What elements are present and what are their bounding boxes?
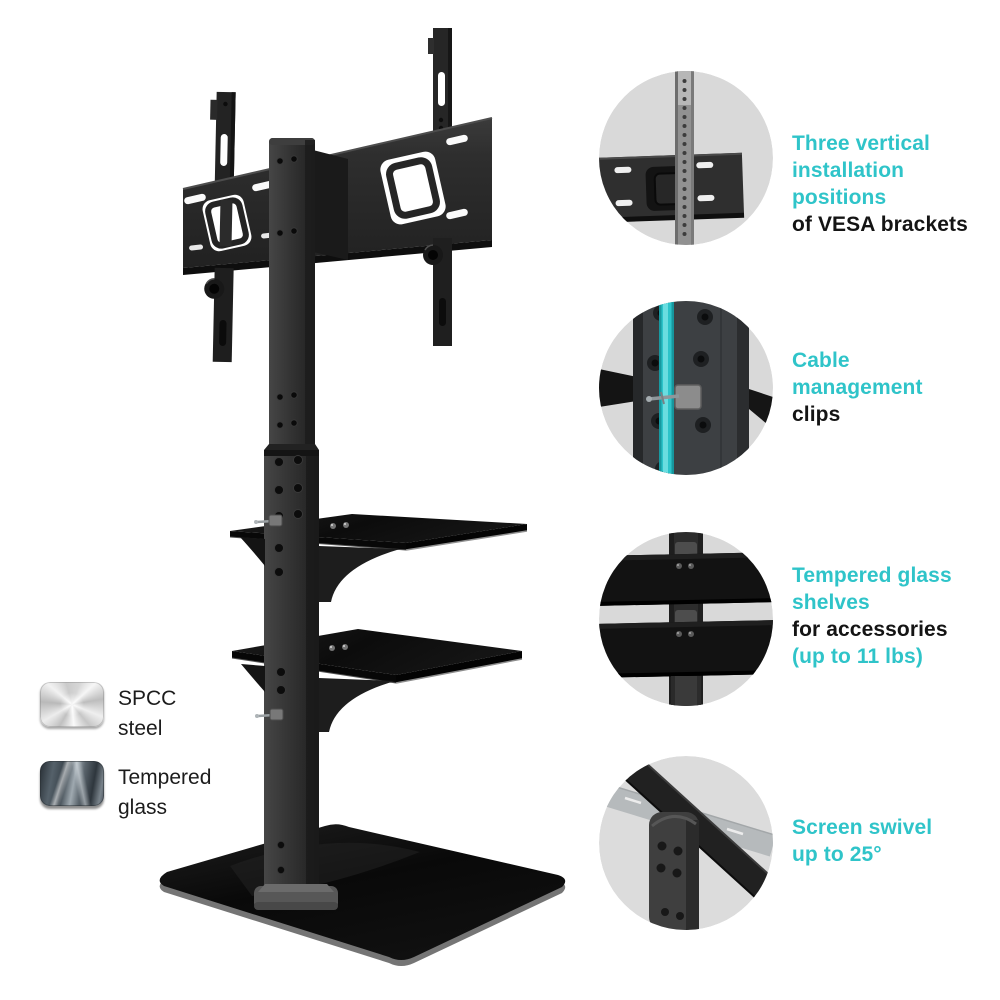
feature-line: Screen swivel <box>792 816 933 839</box>
feature-text-cable-management: Cable management clips <box>792 347 923 428</box>
vesa-strip-left-lower <box>204 267 234 363</box>
feature-line: installation positions <box>792 159 905 209</box>
material-label-spcc-steel: SPCC steel <box>118 684 176 744</box>
dark-glass-swatch-icon <box>40 761 104 806</box>
feature-text-vesa-positions: Three vertical installation positions of… <box>792 130 1000 238</box>
mount-arm <box>313 150 348 260</box>
feature-line: of VESA brackets <box>792 213 968 236</box>
feature-line: management <box>792 376 923 399</box>
shelf-brackets <box>240 537 400 732</box>
cable-clip <box>254 514 283 527</box>
material-label-line: Tempered <box>118 766 212 789</box>
cable-clip-closeup-icon <box>599 301 773 475</box>
feature-text-glass-shelves: Tempered glass shelves for accessories (… <box>792 562 952 670</box>
material-tempered-glass: Tempered glass <box>40 761 300 819</box>
feature-line: up to 25° <box>792 843 882 866</box>
feature-line: for accessories <box>792 618 948 641</box>
feature-line: Cable <box>792 349 850 372</box>
vesa-bracket-closeup-icon <box>599 71 773 245</box>
material-label-tempered-glass: Tempered glass <box>118 763 211 823</box>
material-label-line: SPCC <box>118 687 177 710</box>
vesa-strip-right-lower <box>423 238 452 346</box>
feature-text-screen-swivel: Screen swivel up to 25° <box>792 814 932 868</box>
glass-base <box>159 824 566 966</box>
cable-clip <box>255 708 284 721</box>
vesa-strip-left <box>210 91 236 193</box>
glass-shelves-closeup-icon <box>599 532 773 706</box>
brushed-steel-swatch-icon <box>40 682 104 727</box>
feature-line: Tempered glass <box>792 564 952 587</box>
feature-line: (up to 11 lbs) <box>792 645 923 668</box>
pole-foot <box>254 884 338 910</box>
material-spcc-steel: SPCC steel <box>40 682 300 740</box>
material-label-line: glass <box>118 796 168 819</box>
feature-line: shelves <box>792 591 870 614</box>
feature-line: Three vertical <box>792 132 930 155</box>
stand-pole <box>254 138 319 902</box>
feature-line: clips <box>792 403 841 426</box>
swivel-joint-closeup-icon <box>599 756 773 930</box>
material-label-line: steel <box>118 717 163 740</box>
